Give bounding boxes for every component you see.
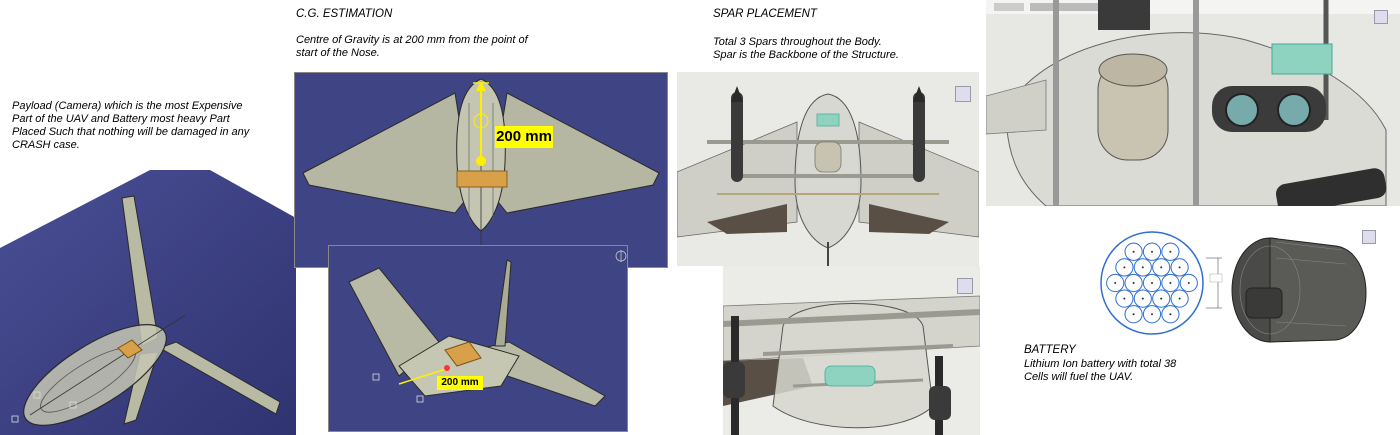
payload-note: Payload (Camera) which is the most Expen… [12,100,250,151]
cg-title: C.G. ESTIMATION [296,8,393,20]
cg-description: Centre of Gravity is at 200 mm from the … [296,34,528,59]
battery-cell-center [1151,313,1153,316]
battery-cell [1115,289,1134,308]
battery-cell-center [1132,282,1135,284]
battery-cell-center [1123,266,1126,269]
payload-box [456,170,508,188]
payload-box [117,339,143,359]
spar-title: SPAR PLACEMENT [713,8,817,20]
cg-perspective-view: 200 mm [328,245,628,432]
left-wing [302,92,472,214]
battery-cell [1124,273,1143,293]
battery-cell-center [1141,266,1144,269]
view-cube-icon[interactable] [1374,10,1388,24]
battery-cell-center [1178,266,1181,269]
battery-cell-center [1187,282,1190,284]
spar-1 [723,309,980,327]
spar-2 [762,344,954,356]
battery-cell [1170,289,1189,308]
left-motor [731,92,743,182]
body [398,335,520,397]
spar-top-view [677,72,979,266]
battery-cell [1133,258,1152,277]
payload-closeup-view [986,0,1400,206]
battery-cell [1142,242,1162,261]
cg-top-view: 200 mm [294,72,668,268]
battery-cell [1124,242,1143,261]
battery-cell [1142,305,1162,324]
battery-pack-outline [1100,231,1204,335]
battery-cell-center [1160,266,1163,269]
compass-icon [615,250,627,262]
battery-title: BATTERY [1024,344,1076,356]
battery-cell-diagram [1094,228,1234,338]
battery-cell [1179,273,1198,293]
battery-cell [1161,242,1180,261]
battery-cell-center [1160,297,1163,300]
battery-cell [1170,258,1189,277]
battery-cell-center [1132,250,1135,253]
battery-cell [1161,305,1180,324]
battery-cell-center [1132,313,1135,316]
battery-cell-center [1141,297,1144,300]
battery-cell [1142,273,1162,293]
battery-cell [1124,305,1143,324]
right-motor [913,92,925,182]
cg-top-dimension-label: 200 mm [495,126,553,148]
battery-cell-center [1169,313,1172,316]
battery-3d-view [1226,228,1386,346]
battery-cell-center [1123,297,1126,300]
battery-cell [1161,273,1180,293]
battery-description: Lithium Ion battery with total 38 Cells … [1024,358,1177,383]
right-tail-wing [158,341,281,415]
battery-cylinder [1269,237,1367,343]
battery-cell-center [1151,250,1153,253]
right-wing [490,92,660,214]
right-elevon [869,204,949,234]
payload-box [444,341,482,367]
payload-isometric-view [0,170,296,435]
battery-cell-center [1151,282,1153,284]
spar-perspective-view [723,266,980,435]
battery-cell [1115,258,1134,277]
battery-cell [1152,258,1171,277]
camera [824,365,876,387]
battery-cell-center [1178,297,1181,300]
battery-cell-center [1169,250,1172,253]
cg-marker [476,156,486,166]
battery-cell-center [1114,282,1117,284]
view-cube-icon[interactable] [1362,230,1376,244]
view-cube-icon[interactable] [957,278,973,294]
battery-cell-center [1169,282,1172,284]
motor [1275,168,1387,206]
vertical-fin [494,259,512,347]
view-cube-icon[interactable] [955,86,971,102]
spar-description: Total 3 Spars throughout the Body. Spar … [713,36,899,61]
left-elevon [707,204,787,234]
battery-cell [1133,289,1152,308]
battery-cell [1152,289,1171,308]
camera [816,113,840,127]
cg-bottom-dimension-label: 200 mm [437,376,483,390]
battery-cell [1106,273,1125,293]
